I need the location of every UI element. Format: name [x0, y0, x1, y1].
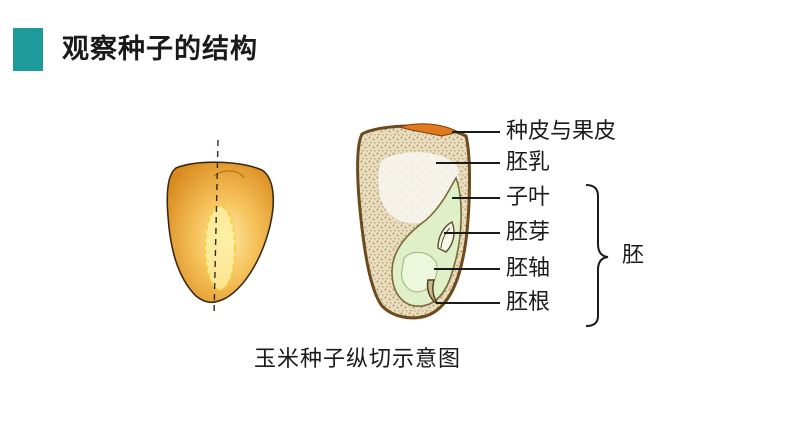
embryo-outline — [204, 205, 236, 291]
label-radicle: 胚根 — [506, 290, 551, 315]
label-endosperm: 胚乳 — [506, 150, 551, 175]
label-hypocotyl: 胚轴 — [506, 256, 551, 281]
title-accent-bar — [13, 28, 43, 71]
seed-section — [356, 123, 471, 320]
cut-line — [213, 139, 219, 316]
label-seed-coat: 种皮与果皮 — [506, 119, 617, 144]
label-cotyledon: 子叶 — [506, 185, 551, 210]
embryo-brace — [585, 184, 609, 327]
whole-kernel — [166, 139, 275, 316]
figure-caption: 玉米种子纵切示意图 — [254, 347, 462, 372]
leader-lines — [434, 131, 500, 304]
label-plumule: 胚芽 — [506, 220, 551, 245]
label-embryo: 胚 — [622, 243, 645, 268]
page-title: 观察种子的结构 — [62, 34, 258, 65]
